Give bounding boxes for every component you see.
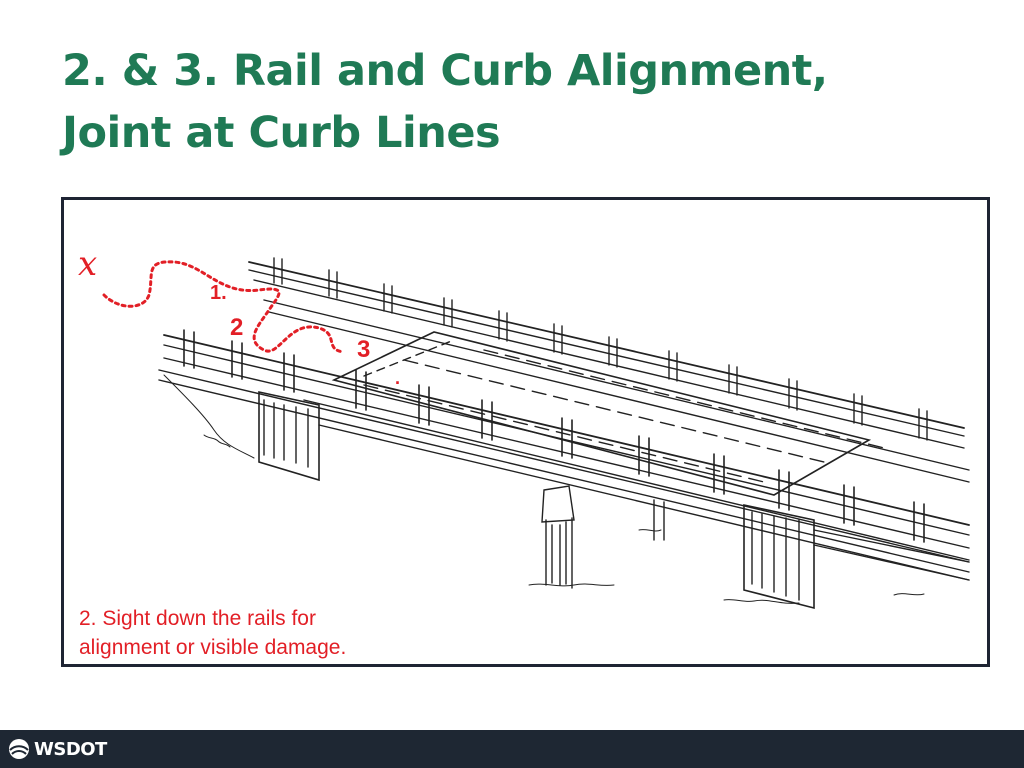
wsdot-logo-icon bbox=[9, 739, 29, 759]
inspection-route-path bbox=[102, 260, 346, 354]
route-marker-1: 1. bbox=[210, 282, 227, 304]
wsdot-logo-text: WSDOT bbox=[34, 738, 107, 760]
route-marker-dot: . bbox=[395, 368, 401, 388]
bridge-sketch bbox=[102, 257, 970, 610]
slide-title: 2. & 3. Rail and Curb Alignment, Joint a… bbox=[62, 40, 962, 164]
bridge-illustration: x 1. 2 3 . 2. Sight down the rails for a… bbox=[61, 197, 990, 667]
figure-caption: 2. Sight down the rails for alignment or… bbox=[79, 604, 499, 662]
caption-line-1: 2. Sight down the rails for bbox=[79, 607, 316, 630]
route-start-marker: x bbox=[78, 244, 98, 284]
wsdot-logo: WSDOT bbox=[8, 738, 107, 760]
slide-title-line-2: Joint at Curb Lines bbox=[62, 108, 501, 158]
caption-line-2: alignment or visible damage. bbox=[79, 636, 347, 659]
route-marker-2: 2 bbox=[230, 314, 244, 341]
route-marker-3: 3 bbox=[357, 336, 371, 363]
slide-footer: WSDOT bbox=[0, 730, 1024, 768]
slide-title-line-1: 2. & 3. Rail and Curb Alignment, bbox=[62, 46, 828, 96]
